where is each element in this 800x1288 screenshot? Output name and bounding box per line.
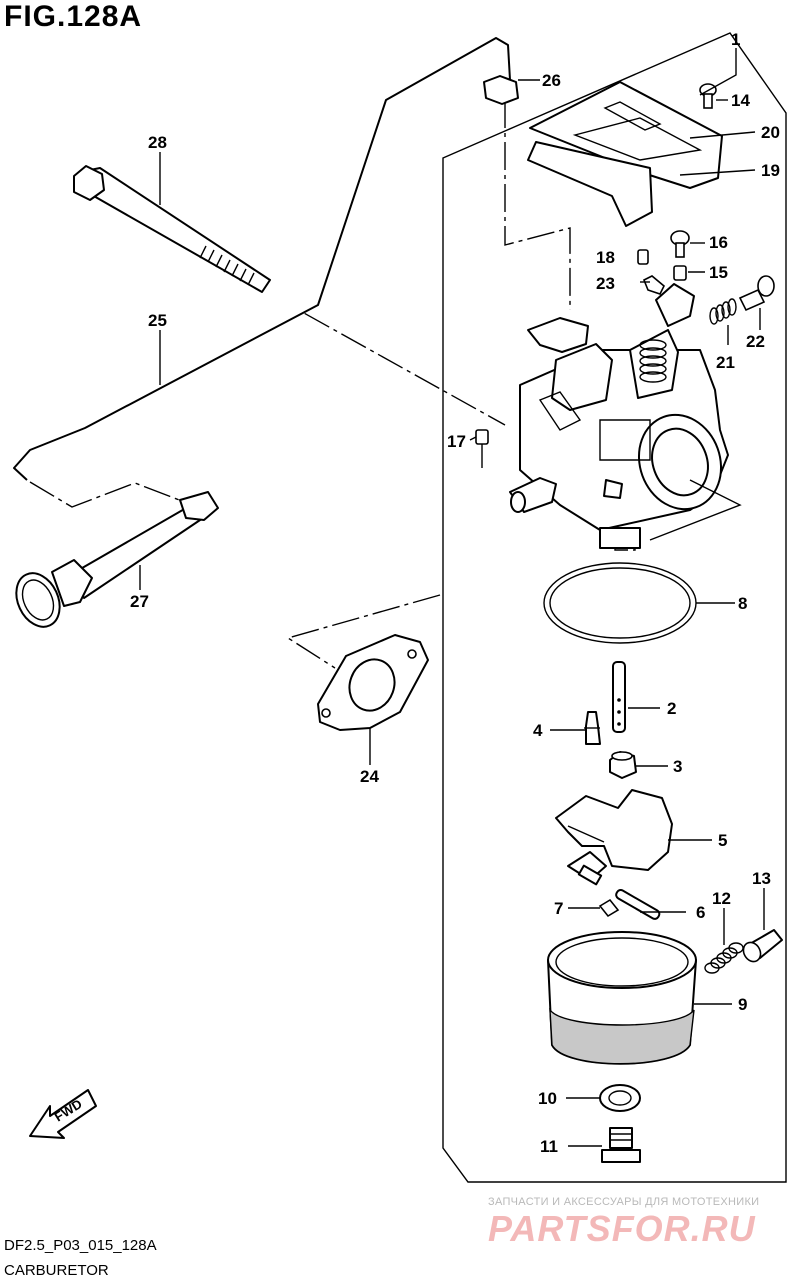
callout-23: 23 [596,274,615,293]
part-27-choke-knob [15,491,219,628]
part-3-main-jet [609,751,637,779]
callout-13: 13 [752,869,771,888]
callout-3: 3 [673,757,682,776]
callout-10: 10 [538,1089,557,1108]
callout-6: 6 [696,903,705,922]
part-23-screw [642,275,665,295]
part-17-spring [475,429,489,445]
part-5-float [555,789,673,886]
part-8-o-ring [543,562,697,644]
fwd-arrow-icon: FWD [29,1089,97,1139]
part-18-spring [637,249,649,265]
callout-15: 15 [709,263,728,282]
callout-4: 4 [533,721,543,740]
callout-21: 21 [716,353,735,372]
part-13-pilot-screw [742,929,783,963]
callout-2: 2 [667,699,676,718]
part-7-clip [598,898,620,918]
part-16-screw [670,230,690,258]
callout-1: 1 [731,30,740,49]
callout-9: 9 [738,995,747,1014]
callout-26: 26 [542,71,561,90]
callout-8: 8 [738,594,747,613]
part-26-clip [483,75,519,105]
callout-28: 28 [148,133,167,152]
part-6-float-pin [615,889,661,920]
leader-lines [139,48,765,1147]
callout-14: 14 [731,91,750,110]
callout-17: 17 [447,432,466,451]
part-4-needle-valve [584,711,601,745]
part-10-washer [599,1084,641,1112]
callout-5: 5 [718,831,727,850]
part-24-gasket [317,634,429,731]
part-9-float-bowl [547,931,697,1065]
callout-labels: 1 26 14 20 28 19 18 16 23 15 25 22 21 17… [130,30,780,1156]
callout-16: 16 [709,233,728,252]
part-22-screw [738,275,775,312]
watermark-tagline: ЗАПЧАСТИ И АКСЕССУАРЫ ДЛЯ МОТОТЕХНИКИ [488,1196,760,1208]
part-2-emulsion-tube [612,661,626,733]
callout-24: 24 [360,767,379,786]
callout-19: 19 [761,161,780,180]
part-28-bolt [73,165,271,293]
callout-11: 11 [540,1137,558,1156]
guide-lines [29,100,636,669]
callout-12: 12 [712,889,731,908]
callout-20: 20 [761,123,780,142]
assembly-boundary [442,32,787,1183]
figure-code: DF2.5_P03_015_128A [4,1237,157,1254]
callout-18: 18 [596,248,615,267]
part-15-spring [673,265,687,281]
callout-22: 22 [746,332,765,351]
carburetor-body [509,283,729,549]
callout-7: 7 [554,899,563,918]
part-19-gasket [527,141,653,227]
callout-25: 25 [148,311,167,330]
part-12-spring [704,942,744,974]
watermark-logo: PARTSFOR.RU [488,1208,756,1249]
callout-27: 27 [130,592,149,611]
part-21-spring [709,298,737,325]
part-25-link-rod [13,37,511,481]
figure-name: CARBURETOR [4,1262,109,1279]
part-11-drain-bolt [601,1127,641,1163]
figure-title: FIG.128A [4,0,143,33]
